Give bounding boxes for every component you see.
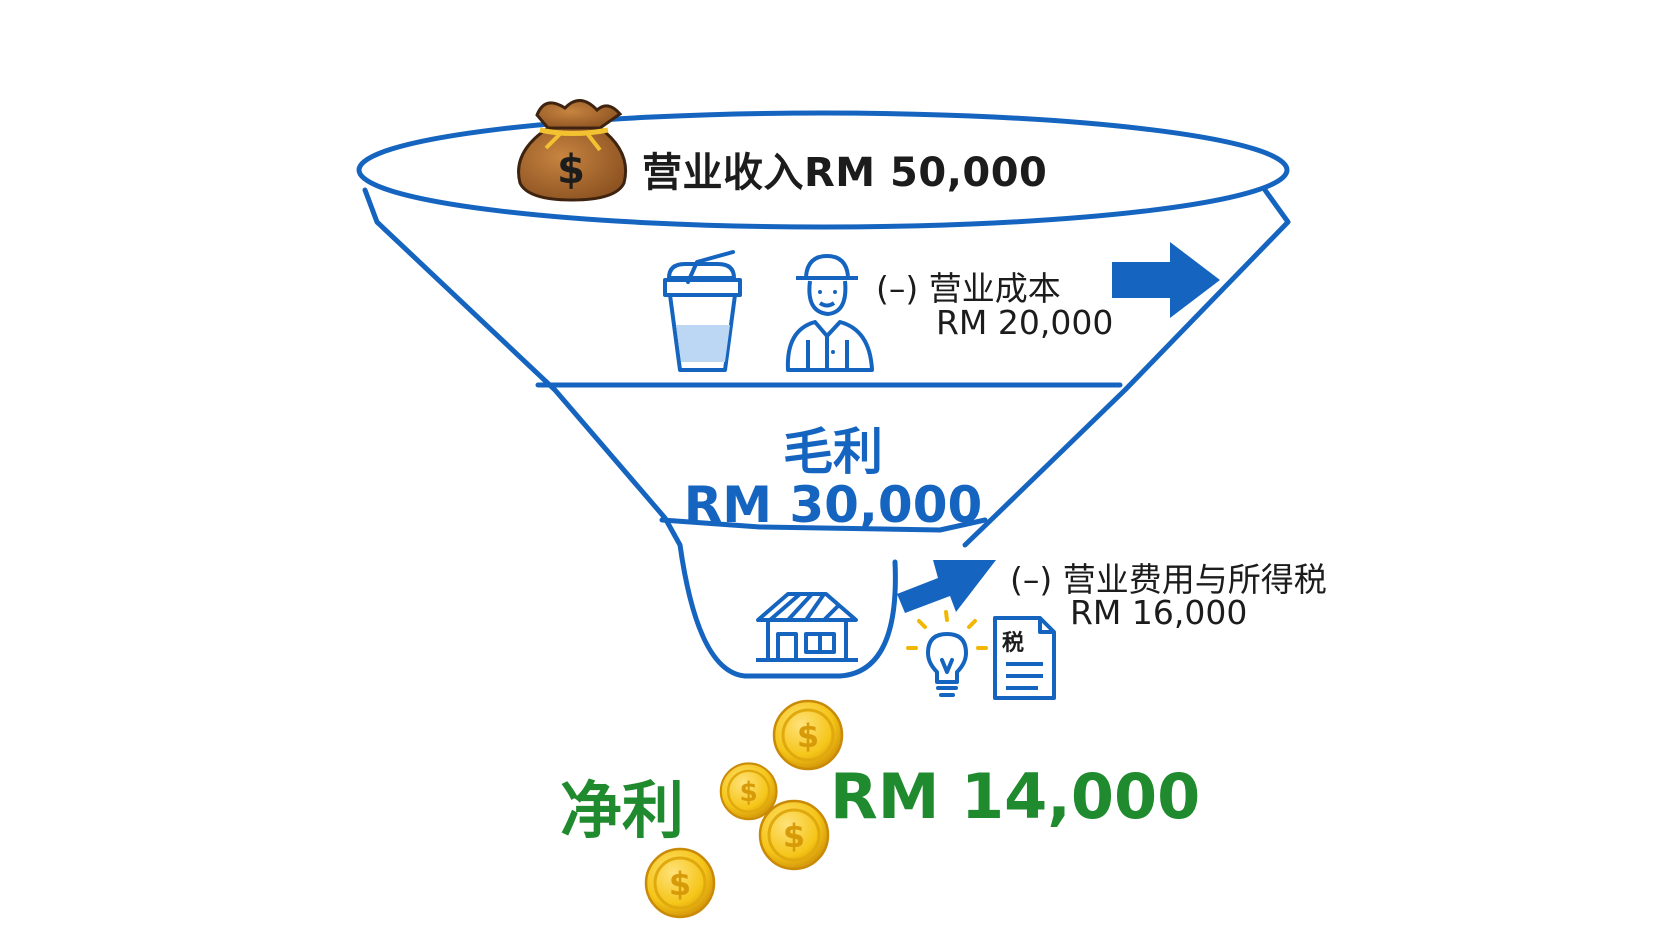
revenue-label: 营业收入RM 50,000 [642,150,1048,196]
arrow-right-icon [897,560,996,613]
cost-of-sales-title: (–) 营业成本 [876,269,1061,308]
coin-icon [719,762,778,821]
shop-icon [756,592,858,662]
operating-expenses-value: RM 16,000 [1070,593,1248,632]
tax-document-label: 税 [1002,631,1025,656]
gross-profit-title: 毛利 [783,423,883,481]
operating-expenses-title: (–) 营业费用与所得税 [1010,560,1327,599]
coin-icon [772,699,844,771]
lightbulb-icon [906,610,988,697]
arrow-right-icon [1112,242,1220,318]
funnel-divider-2 [659,517,988,533]
drink-cup-icon [663,250,742,372]
gross-profit-value: RM 30,000 [683,476,983,534]
coin-icon [758,799,830,871]
funnel-spout-right [742,559,898,679]
money-bag-icon: $ [517,99,628,202]
coin-icon [644,847,716,919]
funnel-right-wall [962,187,1291,548]
net-profit-title: 净利 [560,774,685,847]
svg-text:$: $ [557,147,585,193]
worker-icon [785,254,874,372]
cost-of-sales-value: RM 20,000 [936,303,1114,342]
net-profit-value: RM 14,000 [830,760,1201,833]
tax-document-icon [993,616,1056,700]
